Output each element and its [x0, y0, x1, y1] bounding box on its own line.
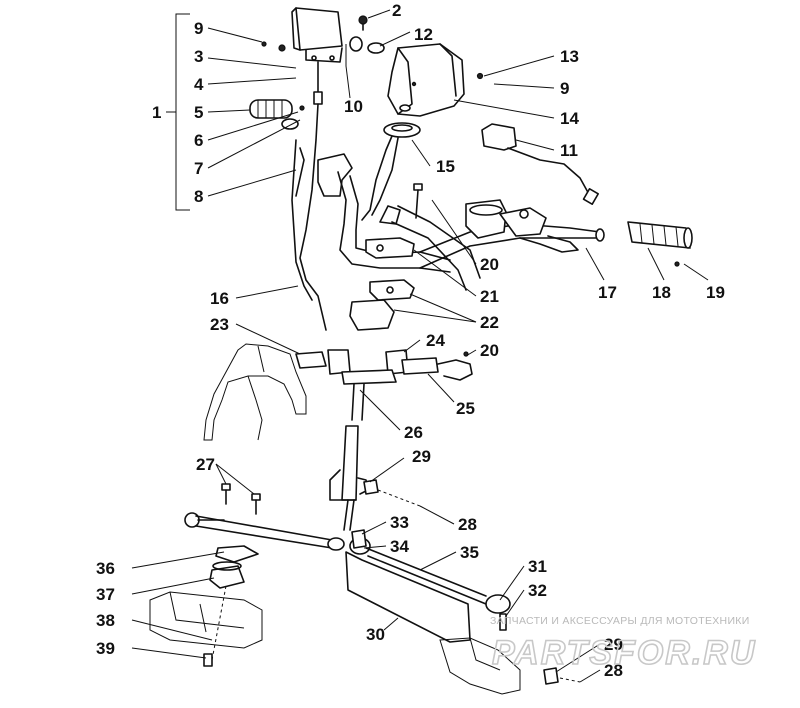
diagram-artwork	[149, 7, 693, 695]
callout-label: 34	[390, 537, 409, 556]
callout-label: 24	[426, 331, 445, 350]
callout-label: 21	[480, 287, 499, 306]
callout-label: 31	[528, 557, 547, 576]
callout-label: 18	[652, 283, 671, 302]
callout-label: 17	[598, 283, 617, 302]
frame-outline	[203, 343, 307, 441]
right-grip	[627, 221, 693, 267]
callout-label: 8	[194, 187, 203, 206]
callout-label: 28	[604, 661, 623, 680]
callout-label: 32	[528, 581, 547, 600]
callout-label: 36	[96, 559, 115, 578]
callout-label: 12	[414, 25, 433, 44]
spindle-assembly	[149, 545, 263, 667]
group-bracket	[175, 13, 190, 211]
callout-label: 7	[194, 159, 203, 178]
callout-label: 16	[210, 289, 229, 308]
wiring	[295, 147, 305, 197]
callout-labels: 1 2 3 4 5 6 7 8 9 9 10 11 12 13 14 15 16…	[96, 1, 725, 680]
bulb-holder	[361, 122, 421, 221]
callout-label: 13	[560, 47, 579, 66]
callout-label: 9	[560, 79, 569, 98]
callout-label: 29	[412, 447, 431, 466]
brake-master-cylinder	[465, 199, 579, 253]
callout-label: 29	[604, 635, 623, 654]
callout-label: 26	[404, 423, 423, 442]
callout-label: 9	[194, 19, 203, 38]
steering-post	[329, 369, 397, 531]
hardware-small	[261, 15, 484, 111]
callout-label: 10	[344, 97, 363, 116]
callout-label: 14	[560, 109, 579, 128]
post-hardware	[363, 479, 421, 507]
callout-label: 37	[96, 585, 115, 604]
callout-label: 20	[480, 341, 499, 360]
watermark: ЗАПЧАСТИ И АКСЕССУАРЫ ДЛЯ МОТОТЕХНИКИ PA…	[490, 615, 756, 673]
callout-label: 1	[152, 103, 161, 122]
callout-label: 23	[210, 315, 229, 334]
callout-label: 2	[392, 1, 401, 20]
leader-lines	[131, 9, 709, 683]
handlebar	[317, 153, 605, 291]
callout-label: 19	[706, 283, 725, 302]
left-grip	[249, 99, 299, 130]
watermark-logo: PARTSFOR.RU	[492, 634, 756, 672]
callout-label: 22	[480, 313, 499, 332]
callout-label: 28	[458, 515, 477, 534]
callout-label: 15	[436, 157, 455, 176]
bolts-27	[221, 483, 261, 515]
callout-label: 20	[480, 255, 499, 274]
right-knuckle	[439, 613, 581, 695]
callout-label: 33	[390, 513, 409, 532]
callout-label: 4	[194, 75, 204, 94]
callout-label: 11	[560, 141, 578, 160]
callout-label: 25	[456, 399, 475, 418]
handlebar-clamps	[349, 237, 415, 331]
callout-label: 5	[194, 103, 203, 122]
watermark-tagline: ЗАПЧАСТИ И АКСЕССУАРЫ ДЛЯ МОТОТЕХНИКИ	[490, 615, 750, 627]
steering-mounts	[295, 349, 473, 381]
switch-housing	[291, 7, 343, 331]
callout-label: 35	[460, 543, 479, 562]
right-switch	[481, 123, 599, 205]
tie-rods	[184, 512, 511, 643]
headlight-pod	[387, 43, 465, 117]
callout-label: 38	[96, 611, 115, 630]
callout-label: 3	[194, 47, 203, 66]
callout-label: 30	[366, 625, 385, 644]
callout-label: 39	[96, 639, 115, 658]
bolt-upper	[413, 183, 423, 219]
callout-label: 27	[196, 455, 215, 474]
callout-label: 6	[194, 131, 203, 150]
